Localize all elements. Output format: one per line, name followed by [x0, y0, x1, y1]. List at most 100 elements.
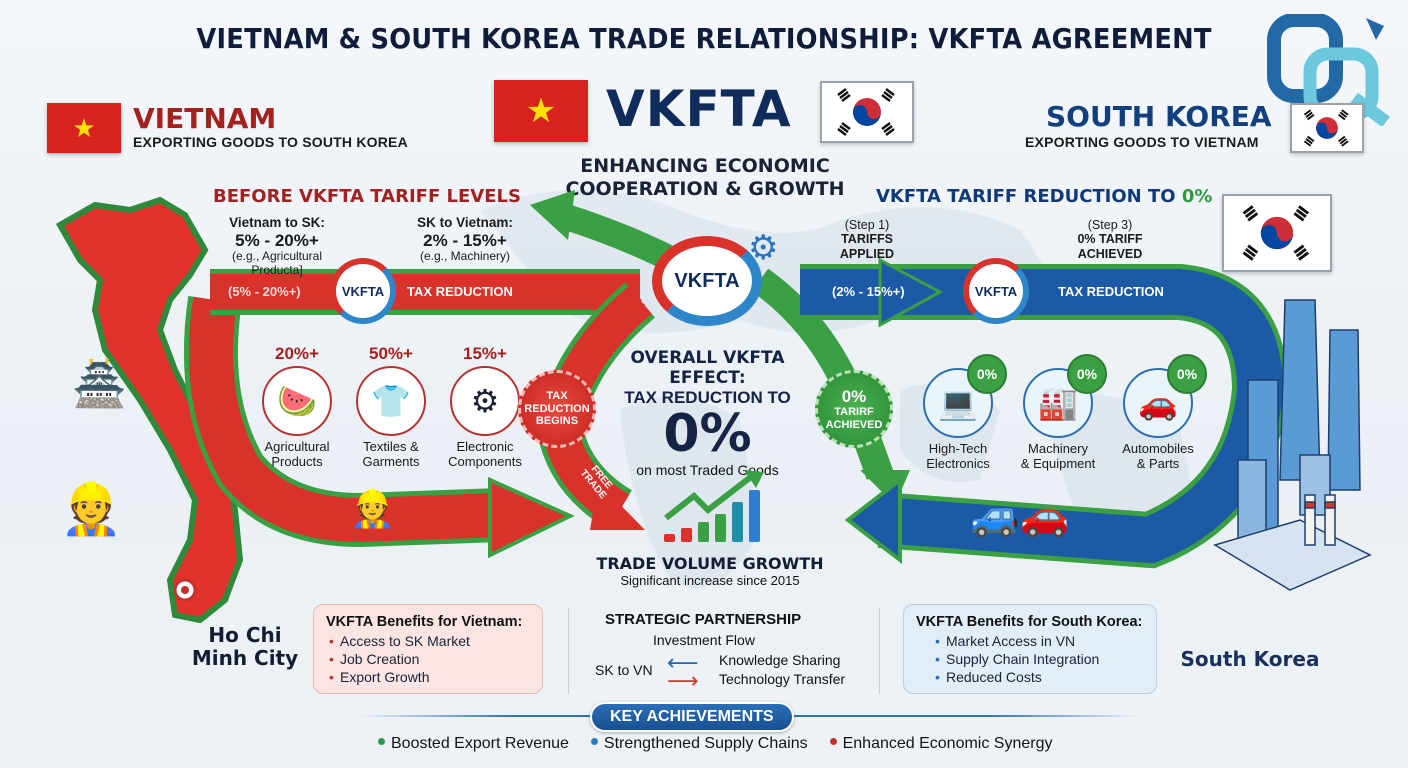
benefits-list: Access to SK Market Job Creation Export …	[326, 632, 530, 687]
product-textiles: 50%+ 👕 Textiles & Garments	[346, 344, 436, 470]
seal-text: ACHIEVED	[825, 418, 883, 431]
product-automobiles: 🚗0% Automobiles & Parts	[1110, 354, 1207, 472]
key-achievements-pill: KEY ACHIEVEMENTS	[590, 702, 794, 732]
product-label: Products	[271, 453, 323, 469]
tariff-example: (e.g., Agricultural	[231, 249, 323, 264]
overall-effect: OVERALL VKFTA EFFECT: TAX REDUCTION TO 0…	[595, 348, 820, 478]
south-korea-title: SOUTH KOREA	[1046, 100, 1272, 133]
product-label: Automobiles	[1122, 441, 1194, 456]
vn-products-list: 20%+ 🍉 Agricultural Products 50%+ 👕 Text…	[252, 344, 530, 470]
benefit-item: Export Growth	[329, 668, 530, 686]
korea-flag-icon	[1290, 103, 1364, 153]
achievement-item: Enhanced Economic Synergy	[829, 735, 1053, 753]
achievement-text: Boosted Export Revenue	[391, 735, 569, 752]
tariff-label: SK to Vietnam:	[417, 215, 513, 230]
achievements-list: Boosted Export Revenue Strengthened Supp…	[378, 735, 1053, 753]
seal-text: REDUCTION	[524, 402, 590, 415]
seal-text: TARIRF	[834, 406, 874, 419]
benefit-item: Access to SK Market	[329, 632, 530, 650]
benefit-item: Reduced Costs	[935, 668, 1144, 686]
product-label: Garments	[362, 453, 420, 469]
tariff-example: Producta]	[251, 262, 303, 277]
product-label: & Parts	[1136, 455, 1180, 471]
tariff-label: Vietnam to SK:	[229, 215, 325, 230]
overall-line: OVERALL VKFTA EFFECT:	[630, 348, 785, 388]
seal-text: BEGINS	[535, 415, 579, 428]
vietnam-title: VIETNAM	[133, 102, 277, 135]
bullet-dot-icon	[590, 738, 598, 746]
vn-arrow-range: (5% - 20%+)	[228, 284, 301, 299]
benefits-list: Market Access in VN Supply Chain Integra…	[916, 632, 1144, 687]
vkfta-title: VKFTA	[606, 80, 792, 138]
achievement-text: Strengthened Supply Chains	[603, 735, 808, 752]
growth-title: TRADE VOLUME GROWTH	[596, 554, 824, 573]
fruit-basket-icon: 🍉	[262, 366, 332, 436]
pagoda-icon: 🏯	[72, 360, 127, 409]
city-hcmc: Ho Chi Minh City	[190, 624, 300, 670]
partnership-title: STRATEGIC PARTNERSHIP	[605, 611, 802, 628]
benefit-item: Supply Chain Integration	[935, 650, 1144, 668]
step-label: (Step 1)	[844, 218, 890, 232]
zero-badge: 0%	[1067, 354, 1107, 394]
growth-bar	[698, 522, 709, 542]
subtitle-line: ENHANCING ECONOMIC	[580, 155, 830, 177]
gear-icon: ⚙	[618, 291, 649, 329]
reduction-heading-text: VKFTA TARIFF REDUCTION TO	[876, 186, 1182, 207]
engineers-icon: 👷	[60, 481, 123, 537]
benefits-vietnam-box: VKFTA Benefits for Vietnam: Access to SK…	[313, 604, 543, 694]
city-text: Ho Chi	[208, 623, 282, 647]
zero-badge: 0%	[967, 354, 1007, 394]
growth-bar	[681, 528, 692, 542]
vkfta-gear-icon: VKFTA	[330, 258, 396, 324]
product-label: Textiles &	[363, 439, 419, 454]
arrow-right-icon: ⟶	[667, 668, 699, 693]
step1: (Step 1) TARIFFS APPLIED	[822, 218, 912, 261]
growth-bar	[732, 502, 743, 542]
step-label: (Step 3)	[1087, 218, 1133, 232]
tariff-range: 5% - 20%+	[235, 230, 319, 250]
gear-icon: ⚙	[748, 229, 779, 267]
product-electronics: 15%+ ⚙ Electronic Components	[440, 344, 530, 470]
cars-icon: 🚙🚗	[970, 494, 1070, 538]
devices-icon: 💻0%	[923, 354, 1007, 438]
korea-flag-icon	[820, 81, 914, 143]
product-pct: 15%+	[463, 344, 507, 363]
product-pct: 50%+	[369, 344, 413, 363]
circuit-board-icon: ⚙	[450, 366, 520, 436]
tariff-example: (e.g., Machinery)	[419, 249, 511, 264]
step-text: 0% TARIFF	[1077, 232, 1143, 247]
achievement-item: Boosted Export Revenue	[378, 735, 569, 753]
kr-products-list: 💻0% High-Tech Electronics 🏭0% Machinery …	[910, 354, 1207, 472]
step-text: APPLIED	[839, 246, 895, 261]
achievement-text: Enhanced Economic Synergy	[842, 735, 1053, 752]
korea-flag-icon	[1222, 194, 1332, 272]
vkfta-hub-icon: VKFTA	[652, 236, 762, 326]
growth-bar	[749, 490, 760, 542]
tariff-range: 2% - 15%+	[423, 230, 507, 250]
benefit-item: Market Access in VN	[935, 632, 1144, 650]
car-icon: 🚗0%	[1123, 354, 1207, 438]
product-label: High-Tech	[928, 441, 988, 456]
trade-volume-growth: TRADE VOLUME GROWTH Significant increase…	[560, 554, 860, 588]
step-text: TARIFFS	[841, 232, 893, 247]
reduction-heading: VKFTA TARIFF REDUCTION TO 0%	[876, 186, 1212, 207]
bullet-dot-icon	[829, 738, 837, 746]
product-label: Electronic	[456, 439, 514, 454]
vietnam-flag-icon: ★	[494, 80, 588, 142]
vn-tax-reduction-label: TAX REDUCTION	[407, 284, 513, 299]
subtitle-line: COOPERATION & GROWTH	[565, 177, 845, 200]
sk-to-vn-tariff: SK to Vietnam: 2% - 15%+ (e.g., Machiner…	[405, 215, 525, 264]
overall-line: TAX REDUCTION TO	[624, 388, 791, 407]
before-heading: BEFORE VKFTA TARIFF LEVELS	[213, 186, 521, 207]
achievement-item: Strengthened Supply Chains	[590, 735, 808, 753]
product-pct: 20%+	[275, 344, 319, 363]
tshirt-icon: 👕	[356, 366, 426, 436]
product-hightech: 💻0% High-Tech Electronics	[910, 354, 1007, 472]
vietnam-subtitle: EXPORTING GOODS TO SOUTH KOREA	[133, 134, 408, 150]
growth-bar	[715, 514, 726, 542]
benefits-title: VKFTA Benefits for South Korea:	[916, 614, 1143, 630]
growth-subtitle: Significant increase since 2015	[620, 573, 800, 588]
product-label: Machinery	[1028, 441, 1088, 456]
